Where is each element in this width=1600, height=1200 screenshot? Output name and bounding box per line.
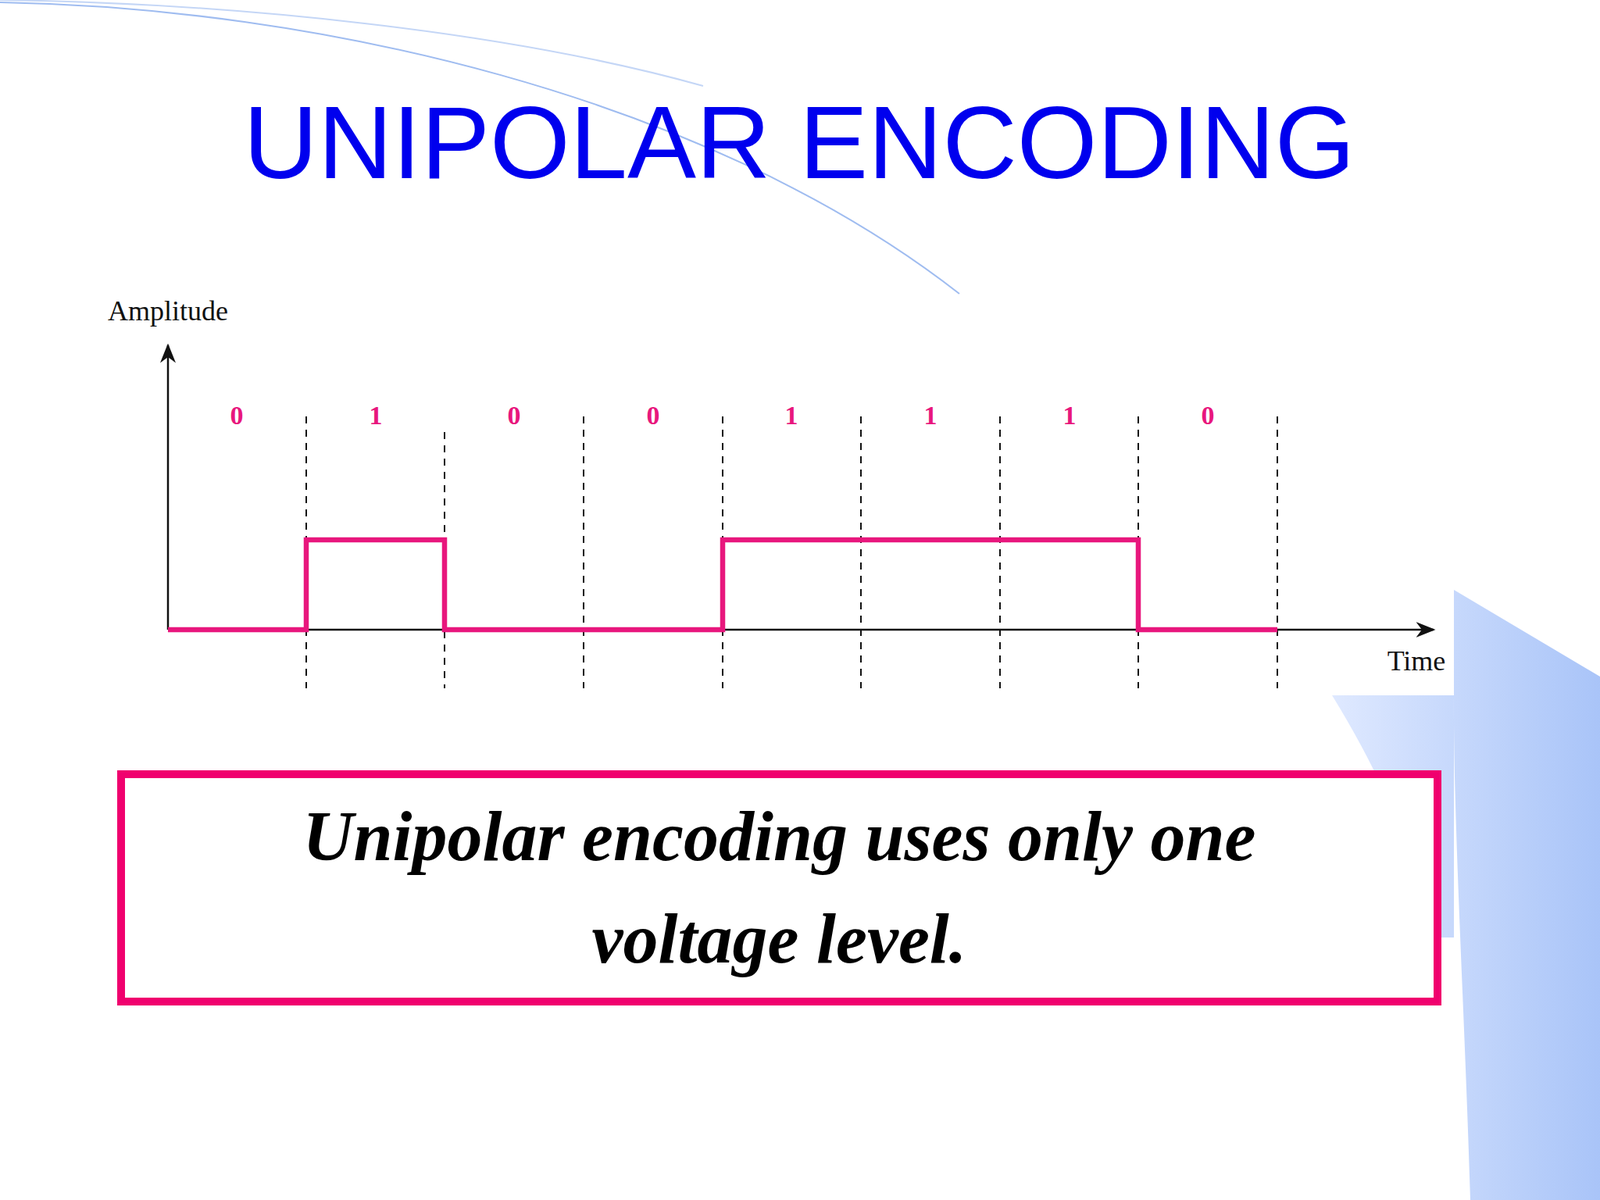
bit-value: 1 xyxy=(924,402,938,429)
bit-value: 0 xyxy=(646,402,661,429)
caption-box: Unipolar encoding uses only one voltage … xyxy=(117,770,1442,1006)
axis-label: Time xyxy=(1387,646,1447,675)
unipolar-signal xyxy=(167,539,1278,630)
bit-boundaries xyxy=(306,416,1278,689)
deco-curve xyxy=(0,0,704,86)
slide-title: UNIPOLAR ENCODING xyxy=(243,91,1356,195)
bit-value: 0 xyxy=(1201,402,1215,429)
bit-value: 1 xyxy=(1063,402,1077,429)
bit-value: 0 xyxy=(507,402,522,429)
bit-value: 1 xyxy=(369,402,383,429)
bit-value: 0 xyxy=(230,402,244,429)
caption-text: Unipolar encoding uses only one voltage … xyxy=(209,785,1350,990)
bit-value: 1 xyxy=(785,402,799,429)
amplitude-axis xyxy=(167,345,170,630)
axis-label: Amplitude xyxy=(107,296,229,325)
